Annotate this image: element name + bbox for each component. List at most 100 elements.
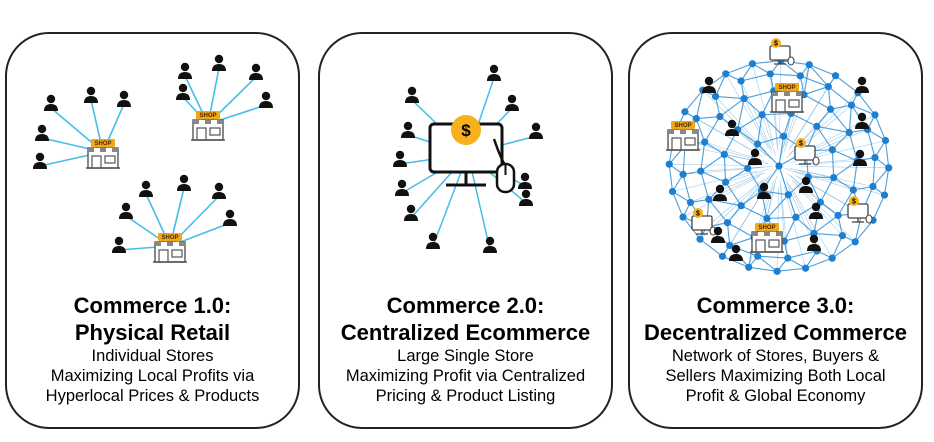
network-node (737, 77, 745, 85)
network-node (845, 128, 853, 137)
network-node (826, 105, 835, 113)
shop-icon: SHOP (770, 83, 804, 113)
network-node (775, 162, 783, 170)
network-node (745, 263, 753, 271)
person-icon (711, 226, 725, 243)
commerce-1-desc-line-1: Individual Stores (91, 347, 214, 365)
shop-icon: SHOP (750, 223, 784, 253)
commerce-1-desc-line-2: Maximizing Local Profits via (50, 367, 255, 385)
network-node (665, 160, 673, 168)
person-icon (212, 182, 226, 199)
person-icon (702, 76, 716, 93)
commerce-3-title: Commerce 3.0: (696, 293, 855, 318)
network-node (784, 254, 792, 262)
commerce-1-subtitle: Physical Retail (74, 320, 231, 345)
person-icon (35, 124, 49, 141)
network-node (737, 202, 745, 210)
person-icon (757, 182, 771, 199)
network-node (763, 214, 771, 223)
network-node (792, 213, 800, 221)
network-node (705, 195, 713, 204)
network-node (740, 94, 748, 103)
person-icon (44, 94, 58, 111)
person-icon (117, 90, 131, 107)
dollar-label: $ (852, 199, 856, 206)
person-icon (519, 189, 533, 206)
network-node (718, 252, 727, 260)
network-node (744, 164, 752, 172)
person-icon (518, 172, 532, 189)
commerce-2-caption: Commerce 2.0: Centralized Ecommerce Larg… (320, 292, 611, 406)
network-node (838, 231, 847, 240)
person-icon (853, 149, 867, 166)
network-node (881, 136, 890, 145)
person-icon (855, 112, 869, 129)
person-icon (249, 63, 263, 80)
network-node (834, 211, 842, 220)
network-node (830, 173, 838, 182)
person-icon (483, 236, 497, 253)
person-icon (404, 204, 418, 221)
network-node (847, 101, 856, 109)
person-icon (725, 119, 739, 136)
commerce-3-subtitle: Decentralized Commerce (644, 320, 907, 345)
person-icon (223, 209, 237, 226)
commerce-1-title: Commerce 1.0: (73, 293, 232, 318)
network-node (796, 72, 804, 80)
network-node (754, 252, 762, 260)
shop-icon: SHOP (666, 121, 700, 151)
commerce-1-caption: Commerce 1.0: Physical Retail Individual… (7, 292, 298, 406)
shop-sign-label: SHOP (199, 113, 216, 119)
shop-icon: SHOP (153, 233, 187, 263)
network-node (679, 170, 687, 178)
commerce-2-desc-line-3: Pricing & Product Listing (375, 387, 556, 405)
decentralized-network-illustration: SHOP SHOP SHOP $ $ $ $ (665, 38, 893, 275)
computer-icon: $ (691, 208, 717, 236)
commerce-2-desc-line-1: Large Single Store (397, 347, 534, 365)
network-node (716, 112, 724, 121)
network-node (697, 167, 705, 175)
person-icon (799, 176, 813, 193)
shop-sign-label: SHOP (94, 141, 111, 147)
person-icon (393, 150, 407, 167)
network-node (779, 132, 788, 140)
person-icon (139, 180, 153, 197)
shop-icon: SHOP (86, 139, 120, 169)
network-node (831, 72, 840, 80)
person-icon (395, 179, 409, 196)
person-icon (84, 86, 98, 103)
person-icon (855, 76, 869, 93)
shop-sign-label: SHOP (778, 85, 795, 91)
dollar-label: $ (799, 141, 803, 148)
network-node (722, 178, 730, 186)
shop-sign-label: SHOP (674, 123, 691, 129)
network-node (773, 267, 781, 275)
network-node (668, 187, 677, 196)
person-icon (809, 202, 823, 219)
network-node (851, 238, 859, 246)
person-icon (178, 62, 192, 79)
computer-icon: $ (847, 196, 873, 224)
person-icon (177, 174, 191, 191)
central-computer-icon: $ (428, 115, 516, 194)
commerce-3-desc-line-1: Network of Stores, Buyers & (671, 347, 880, 365)
network-node (813, 122, 821, 130)
dollar-label: $ (461, 121, 471, 140)
person-icon (119, 202, 133, 219)
network-node (805, 61, 813, 69)
dollar-label: $ (774, 41, 778, 48)
network-node (849, 186, 857, 194)
person-icon (405, 86, 419, 103)
person-icon (176, 83, 190, 100)
person-icon (259, 91, 273, 108)
person-icon (748, 148, 762, 165)
commerce-2-panel: $ Commerce 2.0: Centralized Ecommerce La… (318, 32, 613, 429)
commerce-1-panel: SHOP SHOP SHOP Commerce 1.0: Physical Reta… (5, 32, 300, 429)
person-icon (487, 64, 501, 81)
dollar-label: $ (696, 211, 700, 218)
network-node (711, 92, 720, 101)
network-node (723, 219, 732, 227)
network-node (696, 235, 704, 243)
network-node (701, 138, 709, 146)
network-node (758, 111, 766, 119)
